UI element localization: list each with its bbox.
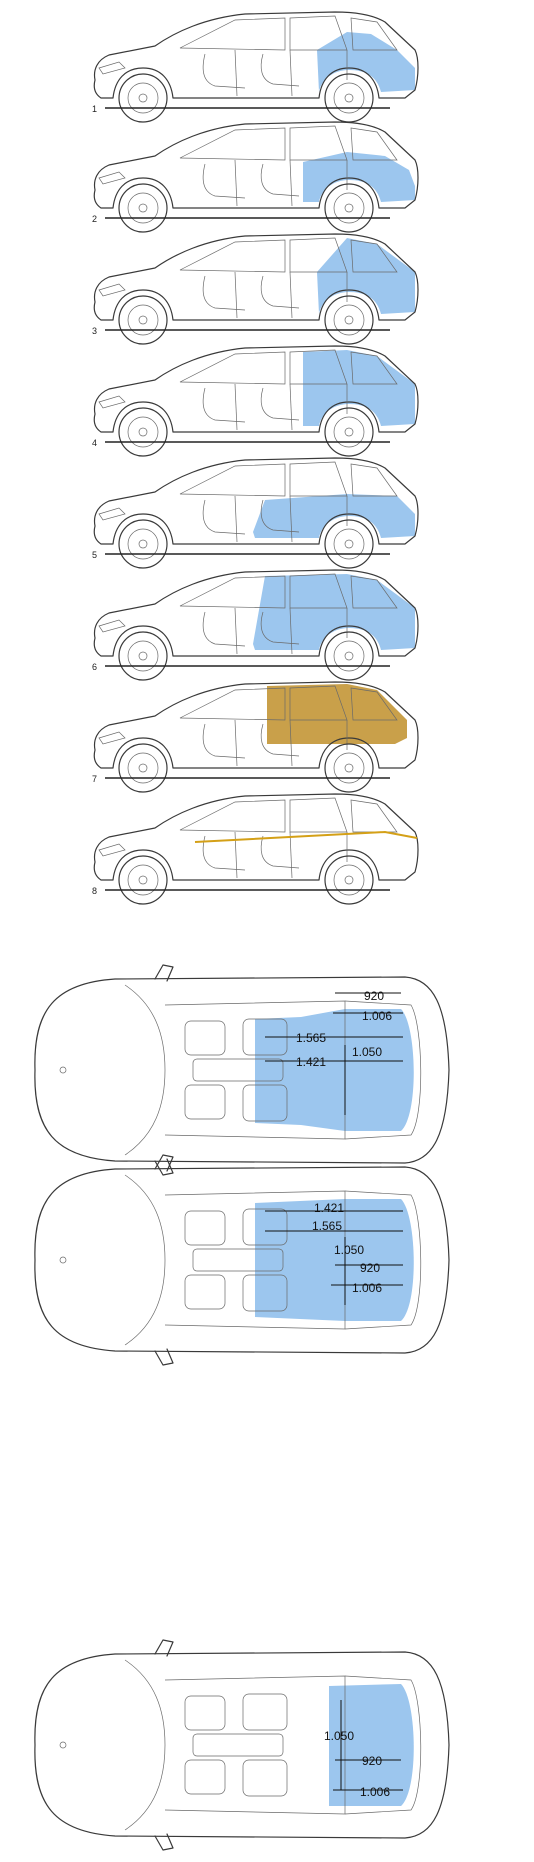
cargo-area [255, 1009, 414, 1131]
dim-length-long: 1.565 [296, 1031, 326, 1045]
dim-height: 1.050 [324, 1729, 354, 1743]
dim-width-top: 920 [360, 1261, 380, 1275]
dim-length-short: 1.421 [314, 1201, 344, 1215]
view-number-4: 4 [92, 438, 97, 448]
dim-width-inner: 1.006 [362, 1009, 392, 1023]
view-number-2: 2 [92, 214, 97, 224]
top-view-1 [34, 964, 450, 1176]
side-view-8 [93, 793, 419, 905]
top-view-2 [34, 1154, 450, 1366]
view-number-6: 6 [92, 662, 97, 672]
cargo-area [255, 1199, 414, 1321]
view-number-3: 3 [92, 326, 97, 336]
dim-width-inner: 1.006 [360, 1785, 390, 1799]
side-view-4 [93, 345, 419, 457]
dim-length-long: 1.565 [312, 1219, 342, 1233]
dim-length-short: 1.421 [296, 1055, 326, 1069]
view-number-8: 8 [92, 886, 97, 896]
side-view-3 [93, 233, 419, 345]
side-view-5 [93, 457, 419, 569]
cargo-area [253, 494, 415, 538]
dim-height: 1.050 [352, 1045, 382, 1059]
dim-width-inner: 1.006 [352, 1281, 382, 1295]
cargo-area [253, 574, 415, 650]
dim-width-top: 920 [362, 1754, 382, 1768]
view-number-5: 5 [92, 550, 97, 560]
side-view-7 [93, 681, 419, 793]
view-number-1: 1 [92, 104, 97, 114]
cargo-area [317, 32, 415, 92]
dim-height: 1.050 [334, 1243, 364, 1257]
side-view-1 [93, 11, 419, 123]
view-number-7: 7 [92, 774, 97, 784]
cargo-area [267, 684, 407, 744]
side-view-6 [93, 569, 419, 681]
cargo-area [303, 152, 415, 202]
side-view-2 [93, 121, 419, 233]
top-view-3 [34, 1639, 450, 1851]
dim-width-top: 920 [364, 989, 384, 1003]
cargo-area [329, 1684, 414, 1806]
cargo-area [303, 350, 415, 426]
load-line [194, 830, 418, 843]
